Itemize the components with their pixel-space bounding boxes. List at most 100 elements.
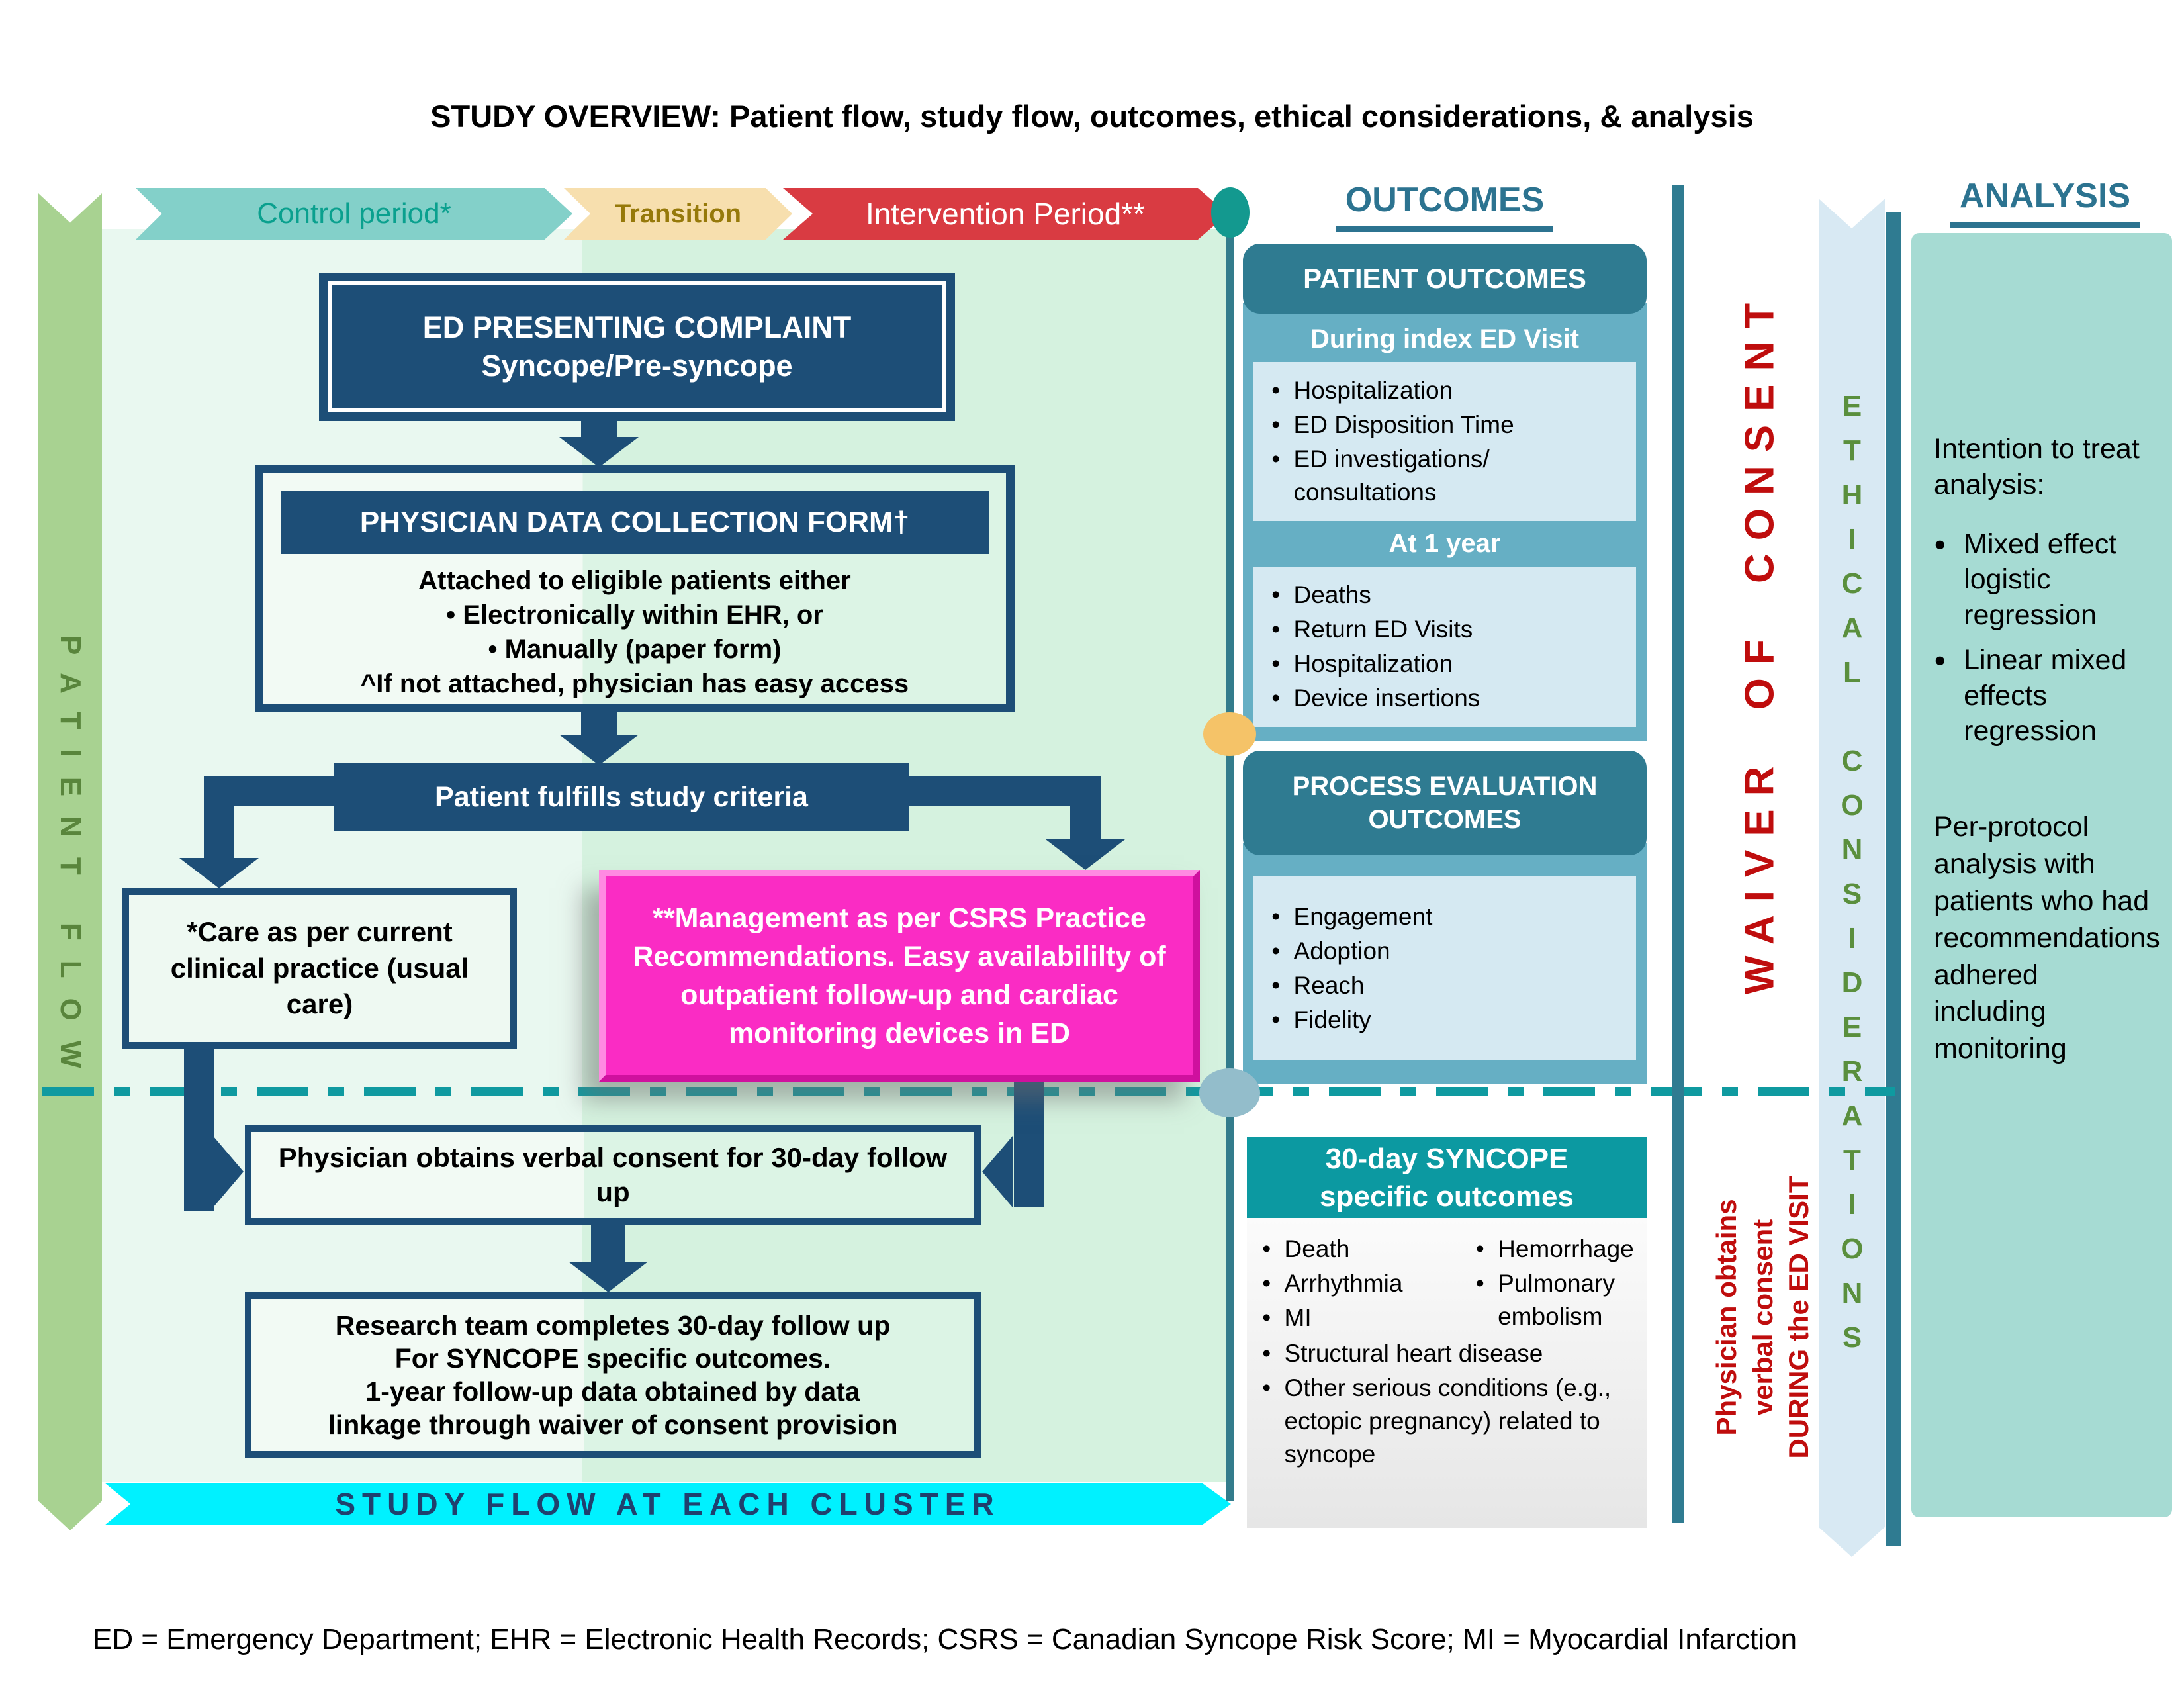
timeline-node-circle: [1211, 187, 1250, 238]
list-item: Structural heart disease: [1256, 1337, 1637, 1370]
consent-divider-dash-line: [42, 1087, 1895, 1096]
patient-flow-label: PATIENT FLOW: [54, 635, 87, 1088]
arrowhead-form-to-criteria: [559, 735, 639, 765]
verbal-consent-label: Physician obtains verbal consent for 30-…: [278, 1141, 948, 1208]
syncope-col1-items: DeathArrhythmiaMI: [1256, 1233, 1470, 1335]
arrowhead-complaint-to-form: [559, 437, 639, 467]
list-item: ED investigations/ consultations: [1265, 443, 1629, 509]
verbal-consent-box: Physician obtains verbal consent for 30-…: [245, 1125, 981, 1225]
waiver-note-line1: Physician obtains: [1711, 1199, 1743, 1436]
criteria-label: Patient fulfills study criteria: [435, 780, 808, 813]
waiver-note-line2: verbal consent: [1747, 1219, 1778, 1416]
criteria-box: Patient fulfills study criteria: [334, 763, 909, 831]
patient-flow-ribbon: PATIENT FLOW: [38, 193, 102, 1530]
list-item: Pulmonary embolism: [1470, 1267, 1637, 1333]
list-item: Device insertions: [1265, 682, 1629, 715]
arrowhead-to-csrs: [1046, 839, 1125, 870]
outcomes-header-label: OUTCOMES: [1336, 180, 1554, 232]
process-evaluation-body: EngagementAdoptionReachFidelity: [1243, 843, 1647, 1084]
syncope-30day-body: DeathArrhythmiaMI HemorrhagePulmonary em…: [1247, 1218, 1647, 1528]
process-title-line2: OUTCOMES: [1368, 805, 1522, 834]
page-title: STUDY OVERVIEW: Patient flow, study flow…: [430, 99, 1754, 134]
control-period-label: Control period*: [257, 197, 451, 230]
waiver-of-consent-title: WAIVER OF CONSENT: [1684, 199, 1836, 1086]
arrowhead-care-to-consent: [213, 1136, 244, 1207]
elbow-right-horizontal: [909, 776, 1101, 806]
process-title-line1: PROCESS EVALUATION: [1292, 772, 1598, 801]
outcomes-connector-line: [1226, 218, 1234, 1501]
arrowhead-to-care: [179, 858, 259, 888]
analysis-header: ANALYSIS: [1919, 176, 2171, 228]
analysis-header-label: ANALYSIS: [1950, 176, 2140, 228]
arrow-csrs-down: [1014, 1080, 1044, 1207]
arrowhead-consent-to-research: [569, 1262, 648, 1292]
study-flow-banner: STUDY FLOW AT EACH CLUSTER: [105, 1483, 1231, 1525]
analysis-per-protocol: Per-protocol analysis with patients who …: [1934, 811, 2160, 1065]
physician-form-box: PHYSICIAN DATA COLLECTION FORM† Attached…: [255, 465, 1015, 712]
research-line4: linkage through waiver of consent provis…: [328, 1409, 898, 1440]
form-intro: Attached to eligible patients either: [418, 566, 851, 595]
list-item: Fidelity: [1265, 1004, 1629, 1037]
arrow-complaint-to-form: [581, 411, 617, 439]
ed-complaint-line2: Syncope/Pre-syncope: [481, 349, 793, 383]
ethical-considerations-label: ETHICAL CONSIDERATIONS: [1836, 390, 1868, 1366]
arrow-care-down: [184, 1047, 214, 1211]
process-evaluation-header: PROCESS EVALUATION OUTCOMES: [1243, 751, 1647, 855]
waiver-note-text: Physician obtains verbal consent DURING …: [1709, 1176, 1817, 1458]
process-evaluation-list: EngagementAdoptionReachFidelity: [1253, 876, 1636, 1060]
during-ed-visit-subheader: During index ED Visit: [1310, 324, 1579, 353]
list-item: Reach: [1265, 969, 1629, 1002]
list-item: Engagement: [1265, 900, 1629, 933]
syncope-30day-header: 30-day SYNCOPE specific outcomes: [1247, 1137, 1647, 1218]
list-item: Return ED Visits: [1265, 613, 1629, 646]
csrs-management-box: **Management as per CSRS Practice Recomm…: [599, 870, 1200, 1082]
research-line3: 1-year follow-up data obtained by data: [365, 1376, 860, 1407]
list-item: Adoption: [1265, 935, 1629, 968]
waiver-note-line3: DURING the ED VISIT: [1783, 1176, 1815, 1459]
syncope-col2: HemorrhagePulmonary embolism: [1470, 1231, 1637, 1336]
control-period-arrow: Control period*: [136, 188, 572, 240]
syncope-30day-card: 30-day SYNCOPE specific outcomes DeathAr…: [1247, 1137, 1647, 1528]
process-node-circle: [1203, 712, 1256, 756]
intervention-period-label: Intervention Period**: [866, 197, 1145, 231]
abbreviations-footnote: ED = Emergency Department; EHR = Electro…: [93, 1623, 1797, 1656]
physician-form-header: PHYSICIAN DATA COLLECTION FORM†: [281, 491, 989, 554]
syncope-col1: DeathArrhythmiaMI: [1256, 1231, 1470, 1336]
at-1-year-items: DeathsReturn ED VisitsHospitalizationDev…: [1265, 579, 1629, 715]
form-bullet-paper: Manually (paper form): [263, 632, 1006, 667]
usual-care-label: *Care as per current clinical practice (…: [170, 916, 469, 1020]
syncope-fullwidth-items: Structural heart diseaseOther serious co…: [1256, 1337, 1637, 1471]
consent-node-circle: [1199, 1068, 1260, 1117]
research-team-box: Research team completes 30-day follow up…: [245, 1292, 981, 1458]
list-item: Other serious conditions (e.g., ectopic …: [1256, 1372, 1637, 1471]
usual-care-box: *Care as per current clinical practice (…: [122, 888, 517, 1049]
outcomes-header: OUTCOMES: [1243, 180, 1647, 232]
at-1-year-subheader: At 1 year: [1388, 528, 1501, 558]
transition-label: Transition: [614, 199, 742, 228]
list-item: Hospitalization: [1265, 374, 1629, 407]
list-item: Hospitalization: [1265, 647, 1629, 681]
patient-outcomes-card: PATIENT OUTCOMES During index ED Visit H…: [1243, 244, 1647, 741]
list-item: Deaths: [1265, 579, 1629, 612]
elbow-left-vertical: [204, 776, 234, 862]
csrs-management-label: **Management as per CSRS Practice Recomm…: [633, 902, 1166, 1050]
syncope-30day-title-line1: 30-day SYNCOPE: [1325, 1142, 1569, 1175]
patient-outcomes-header: PATIENT OUTCOMES: [1243, 244, 1647, 314]
intervention-period-arrow: Intervention Period**: [783, 188, 1228, 240]
ethical-ribbon-stripe: [1886, 212, 1901, 1546]
ed-presenting-complaint-box: ED PRESENTING COMPLAINT Syncope/Pre-sync…: [319, 273, 955, 421]
analysis-box: Intention to treat analysis: Mixed effec…: [1911, 233, 2172, 1517]
form-bullet-ehr: Electronically within EHR, or: [263, 598, 1006, 632]
syncope-col2-items: HemorrhagePulmonary embolism: [1470, 1233, 1637, 1333]
list-item: Mixed effect logistic regression: [1934, 527, 2150, 634]
list-item: Linear mixed effects regression: [1934, 643, 2150, 749]
elbow-right-vertical: [1070, 776, 1101, 842]
process-evaluation-card: PROCESS EVALUATION OUTCOMES EngagementAd…: [1243, 751, 1647, 1084]
list-item: Hemorrhage: [1470, 1233, 1637, 1266]
waiver-note: Physician obtains verbal consent DURING …: [1684, 1099, 1843, 1536]
list-item: ED Disposition Time: [1265, 408, 1629, 442]
arrowhead-csrs-to-consent: [982, 1136, 1013, 1207]
at-1-year-list: DeathsReturn ED VisitsHospitalizationDev…: [1253, 566, 1636, 727]
process-evaluation-items: EngagementAdoptionReachFidelity: [1265, 900, 1629, 1037]
